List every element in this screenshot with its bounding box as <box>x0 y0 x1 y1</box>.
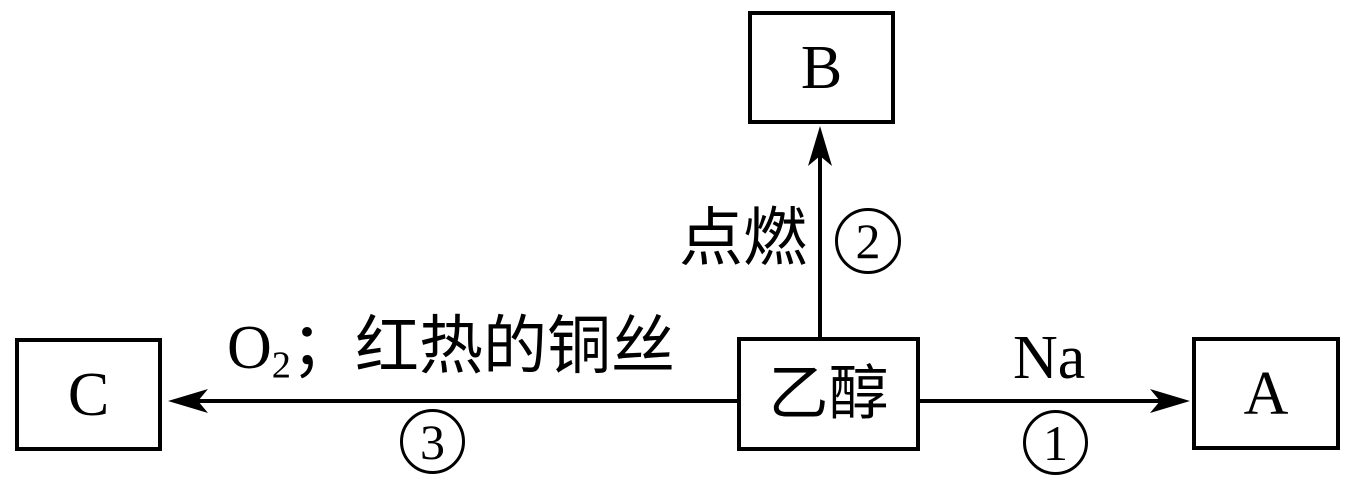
condition-ignite-label: 点燃 <box>679 203 807 274</box>
condition-na-label: Na <box>1013 324 1086 392</box>
arrow-left-to-c <box>168 389 738 413</box>
node-center-ethanol: 乙醇 <box>737 337 920 451</box>
arrow-up-to-b <box>808 126 832 337</box>
condition-o2-formula: O <box>227 314 272 382</box>
node-b: B <box>748 11 895 124</box>
node-a: A <box>1192 337 1340 450</box>
condition-oxygen-copper-label: O2；红热的铜丝 <box>227 314 675 385</box>
arrow-right-to-a <box>920 389 1190 413</box>
node-center-label: 乙醇 <box>768 361 889 427</box>
node-b-label: B <box>800 33 843 102</box>
step-3-badge: 3 <box>400 409 465 474</box>
step-2-number: 2 <box>855 213 881 269</box>
step-1-badge: 1 <box>1023 410 1088 475</box>
node-c-label: C <box>67 360 110 429</box>
step-1-number: 1 <box>1043 414 1068 471</box>
step-2-badge: 2 <box>835 208 901 274</box>
condition-o2-subscript: 2 <box>271 344 291 387</box>
condition-copper-text: ；红热的铜丝 <box>291 311 675 382</box>
step-3-number: 3 <box>420 413 445 470</box>
node-c: C <box>15 338 162 451</box>
node-a-label: A <box>1243 359 1289 428</box>
